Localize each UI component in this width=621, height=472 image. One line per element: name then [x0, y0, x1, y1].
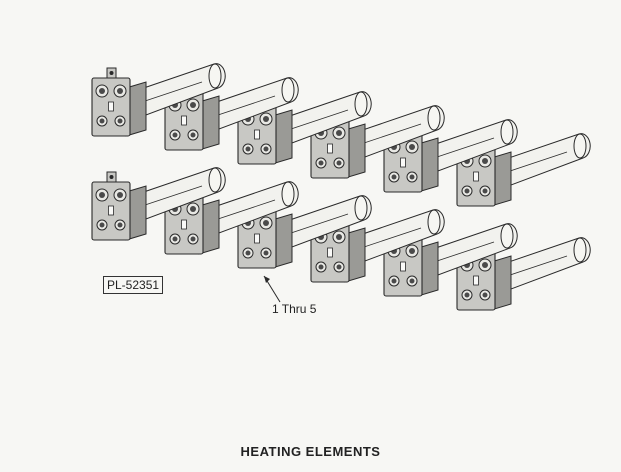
callout-label: 1 Thru 5 [272, 302, 317, 316]
figure-caption: HEATING ELEMENTS [240, 444, 381, 459]
reference-code-box: PL-52351 [103, 276, 164, 294]
callout-arrowhead [264, 276, 270, 283]
heating-element-row-bottom [91, 167, 591, 311]
